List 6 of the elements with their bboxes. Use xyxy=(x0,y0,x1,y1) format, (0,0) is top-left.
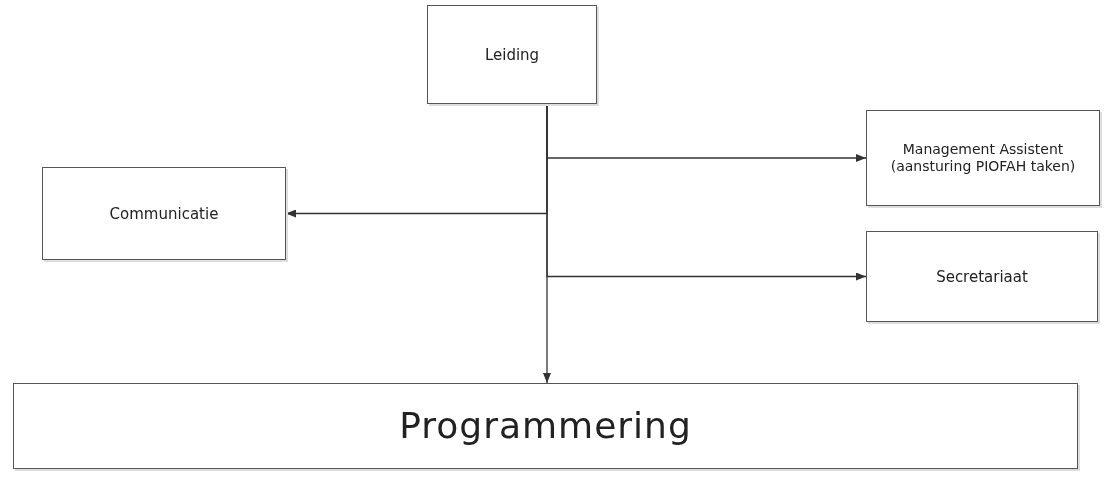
org-box: Communicatie xyxy=(42,167,286,260)
org-box: Programmering xyxy=(13,383,1078,469)
org-box: Leiding xyxy=(427,5,597,104)
org-box: Management Assistent (aansturing PIOFAH taken) xyxy=(866,110,1100,206)
connector-arrow xyxy=(543,103,551,384)
org-box: Secretariaat xyxy=(866,231,1098,322)
